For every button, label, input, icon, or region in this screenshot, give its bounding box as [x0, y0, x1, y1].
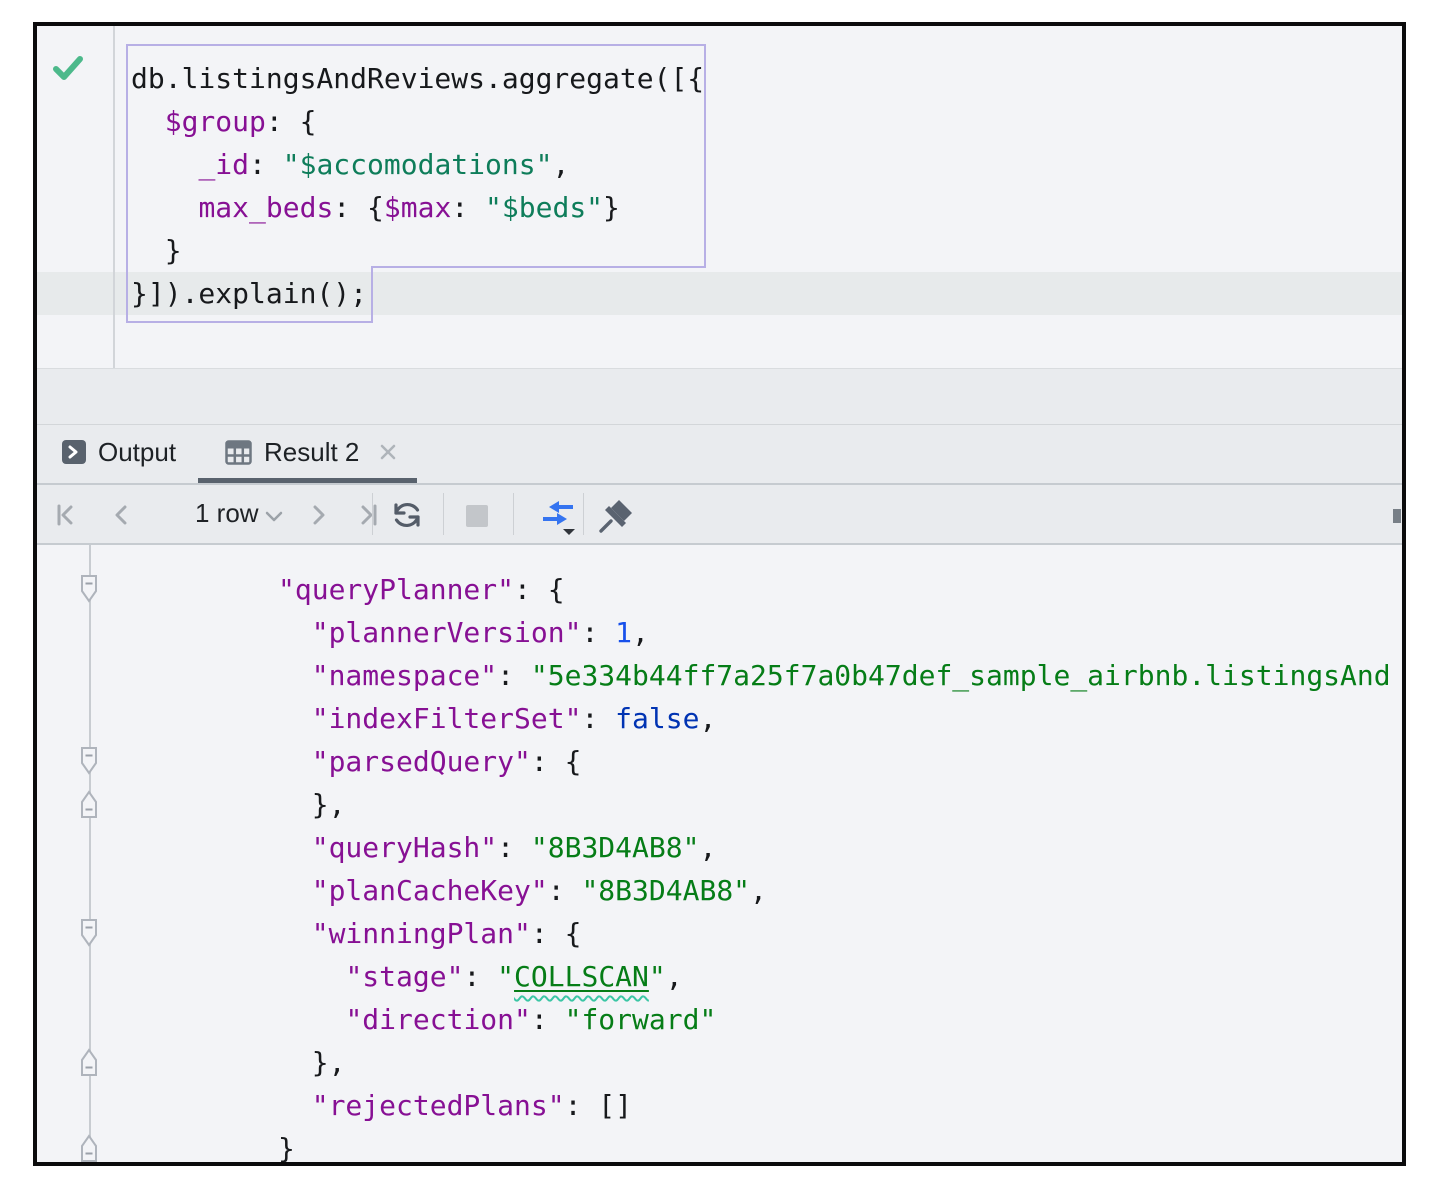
- current-line-highlight: [37, 272, 1402, 315]
- json-line: "queryPlanner": {: [278, 573, 565, 606]
- json-line: "direction": "forward": [345, 1003, 717, 1036]
- next-page-button[interactable]: [305, 501, 333, 529]
- code-line: _id: "$accomodations",: [198, 148, 570, 181]
- page-size-dropdown[interactable]: 1 row: [195, 498, 259, 529]
- close-icon[interactable]: [377, 441, 399, 463]
- ide-window: db.listingsAndReviews.aggregate([{ $grou…: [33, 22, 1406, 1166]
- tab-output-label: Output: [98, 436, 177, 467]
- active-tab-underline: [198, 478, 417, 483]
- result-tab-bar: Output Result 2: [37, 425, 1402, 485]
- code-line: $group: {: [164, 105, 317, 138]
- json-line: "planCacheKey": "8B3D4AB8",: [311, 874, 767, 907]
- tab-result-2[interactable]: Result 2: [225, 425, 399, 479]
- editor-code[interactable]: db.listingsAndReviews.aggregate([{ $grou…: [131, 57, 704, 315]
- reload-button[interactable]: [389, 497, 425, 533]
- editor-results-splitter[interactable]: [37, 368, 1402, 425]
- result-toolbar: 1 row: [37, 485, 1402, 545]
- fold-guide-line: [89, 545, 91, 1162]
- first-page-button[interactable]: [51, 501, 79, 529]
- json-line: },: [278, 1046, 346, 1079]
- dropdown-arrow-icon: [563, 529, 575, 535]
- table-icon: [225, 439, 252, 465]
- row-count-label: 1 row: [195, 498, 259, 528]
- json-line: "namespace": "5e334b44ff7a25f7a0b47def_s…: [311, 659, 1391, 692]
- tab-result-2-label: Result 2: [264, 436, 360, 467]
- last-page-button[interactable]: [355, 501, 383, 529]
- json-line: "stage": "COLLSCAN",: [345, 960, 683, 993]
- fold-collapse-end-icon[interactable]: [80, 789, 98, 819]
- terminal-icon: [62, 440, 86, 464]
- clipped-ui-fragment: [1393, 509, 1401, 523]
- toolbar-separator: [513, 493, 514, 535]
- json-line: }: [278, 1132, 295, 1162]
- toolbar-separator: [443, 493, 444, 535]
- json-line: "indexFilterSet": false,: [311, 702, 717, 735]
- toolbar-separator: [583, 493, 584, 535]
- json-line: },: [278, 788, 346, 821]
- json-line: "parsedQuery": {: [311, 745, 582, 778]
- fold-collapse-start-icon[interactable]: [80, 574, 98, 604]
- code-line: }: [131, 234, 182, 267]
- converging-arrows-dropdown-button[interactable]: [539, 497, 579, 537]
- result-json-text[interactable]: "queryPlanner": { "plannerVersion": 1, "…: [278, 568, 1391, 1162]
- fold-collapse-start-icon[interactable]: [80, 746, 98, 776]
- query-editor[interactable]: db.listingsAndReviews.aggregate([{ $grou…: [37, 26, 1402, 368]
- json-line: "winningPlan": {: [311, 917, 582, 950]
- pin-tab-button[interactable]: [597, 497, 635, 535]
- stop-button[interactable]: [465, 504, 489, 528]
- code-line: }]).explain();: [131, 277, 368, 310]
- toolbar-separator: [372, 493, 373, 535]
- gutter-separator: [113, 26, 115, 368]
- code-line: db.listingsAndReviews.aggregate([{: [131, 62, 705, 95]
- fold-collapse-start-icon[interactable]: [80, 918, 98, 948]
- tab-output[interactable]: Output: [62, 425, 176, 479]
- result-json-viewer[interactable]: "queryPlanner": { "plannerVersion": 1, "…: [37, 545, 1402, 1162]
- code-line: max_beds: {$max: "$beds"}: [198, 191, 620, 224]
- statement-executed-check-icon[interactable]: [52, 54, 84, 84]
- fold-collapse-end-icon[interactable]: [80, 1133, 98, 1162]
- json-line: "plannerVersion": 1,: [311, 616, 649, 649]
- chevron-down-icon[interactable]: [263, 509, 285, 525]
- json-line: "rejectedPlans": []: [311, 1089, 633, 1122]
- fold-collapse-end-icon[interactable]: [80, 1047, 98, 1077]
- json-line: "queryHash": "8B3D4AB8",: [311, 831, 717, 864]
- fold-gutter: [37, 545, 117, 1162]
- executed-statement-outline: [126, 44, 706, 323]
- previous-page-button[interactable]: [107, 501, 135, 529]
